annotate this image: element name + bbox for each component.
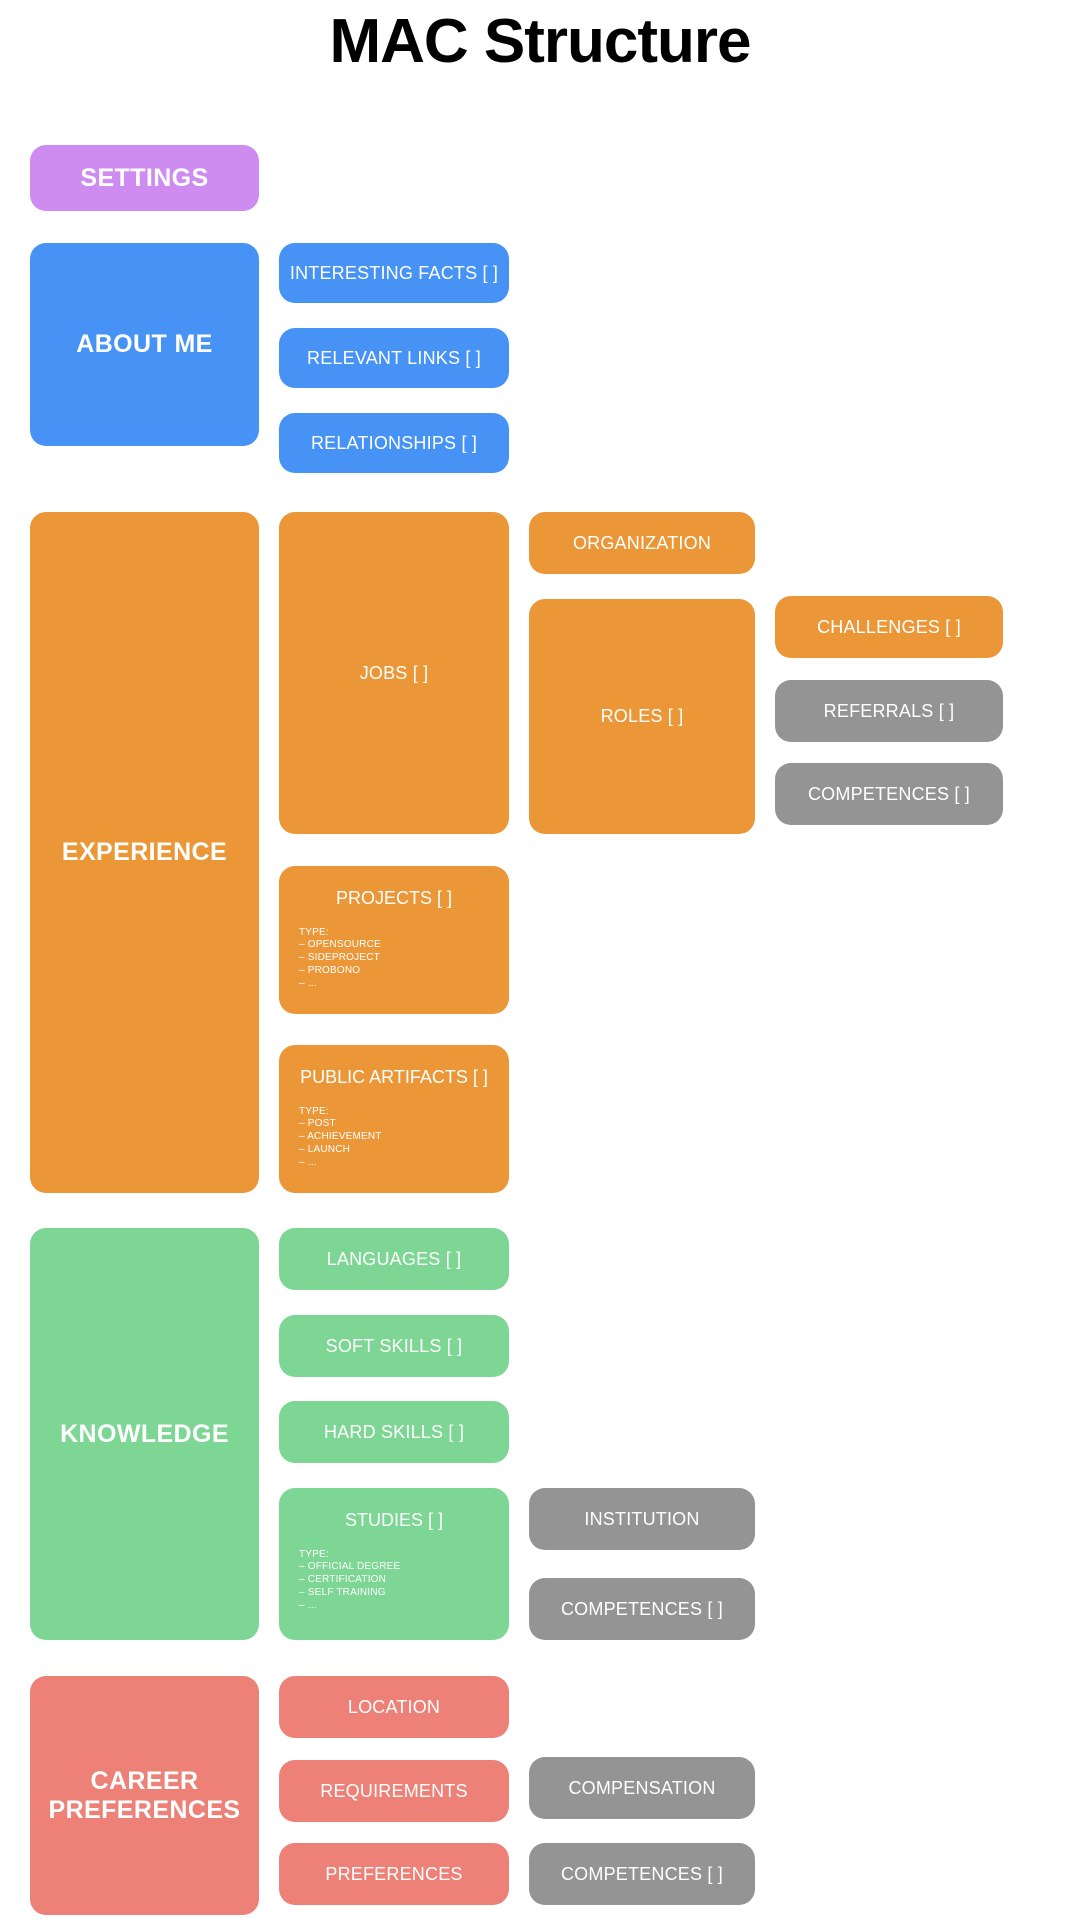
node-location[interactable]: LOCATION <box>279 1676 509 1738</box>
node-about-me-label: ABOUT ME <box>76 330 213 359</box>
node-settings[interactable]: SETTINGS <box>30 145 259 211</box>
node-public-artifacts-label: PUBLIC ARTIFACTS [ ] <box>300 1067 488 1087</box>
node-organization[interactable]: ORGANIZATION <box>529 512 755 574</box>
type-item: – OPENSOURCE <box>299 939 381 951</box>
node-compensation[interactable]: COMPENSATION <box>529 1757 755 1819</box>
type-item: – ... <box>299 1156 317 1168</box>
type-item: – SELF TRAINING <box>299 1587 386 1599</box>
node-knowledge[interactable]: KNOWLEDGE <box>30 1228 259 1640</box>
node-institution-label: INSTITUTION <box>584 1508 700 1529</box>
type-item: – ACHIEVEMENT <box>299 1131 382 1143</box>
node-challenges-label: CHALLENGES [ ] <box>817 616 961 637</box>
node-hard-skills[interactable]: HARD SKILLS [ ] <box>279 1401 509 1463</box>
type-item: – ... <box>299 1599 317 1611</box>
type-label: TYPE: <box>299 926 329 938</box>
node-roles[interactable]: ROLES [ ] <box>529 599 755 834</box>
type-item: – LAUNCH <box>299 1144 351 1156</box>
node-relevant-links-label: RELEVANT LINKS [ ] <box>307 347 481 368</box>
node-studies[interactable]: STUDIES [ ] TYPE: – OFFICIAL DEGREE – CE… <box>279 1488 509 1640</box>
node-experience-label: EXPERIENCE <box>61 838 228 867</box>
node-knowledge-label: KNOWLEDGE <box>60 1419 229 1448</box>
node-referrals[interactable]: REFERRALS [ ] <box>775 680 1003 742</box>
node-about-me[interactable]: ABOUT ME <box>30 243 259 446</box>
node-public-artifacts[interactable]: PUBLIC ARTIFACTS [ ] TYPE: – POST – ACHI… <box>279 1045 509 1193</box>
node-roles-label: ROLES [ ] <box>600 706 684 727</box>
node-location-label: LOCATION <box>347 1696 441 1717</box>
node-public-artifacts-type-list: TYPE: – POST – ACHIEVEMENT – LAUNCH – ..… <box>299 1106 509 1170</box>
node-interesting-facts-label: INTERESTING FACTS [ ] <box>289 262 499 283</box>
type-item: – OFFICIAL DEGREE <box>299 1561 401 1573</box>
page-title: MAC Structure <box>329 7 751 76</box>
node-career-preferences-label: CAREER PREFERENCES <box>48 1766 241 1824</box>
node-interesting-facts[interactable]: INTERESTING FACTS [ ] <box>279 243 509 303</box>
node-studies-type-list: TYPE: – OFFICIAL DEGREE – CERTIFICATION … <box>299 1549 509 1613</box>
node-compensation-label: COMPENSATION <box>568 1777 716 1798</box>
node-projects[interactable]: PROJECTS [ ] TYPE: – OPENSOURCE – SIDEPR… <box>279 866 509 1014</box>
node-competences-knowledge[interactable]: COMPETENCES [ ] <box>529 1578 755 1640</box>
node-competences-career-label: COMPETENCES [ ] <box>560 1863 724 1884</box>
node-challenges[interactable]: CHALLENGES [ ] <box>775 596 1003 658</box>
node-competences-knowledge-label: COMPETENCES [ ] <box>560 1598 724 1619</box>
type-label: TYPE: <box>299 1105 329 1117</box>
node-soft-skills-label: SOFT SKILLS [ ] <box>325 1335 463 1356</box>
type-item: – SIDEPROJECT <box>299 952 380 964</box>
type-item: – PROBONO <box>299 965 361 977</box>
node-requirements[interactable]: REQUIREMENTS <box>279 1760 509 1822</box>
node-settings-label: SETTINGS <box>80 163 209 192</box>
type-item: – POST <box>299 1118 336 1130</box>
node-relevant-links[interactable]: RELEVANT LINKS [ ] <box>279 328 509 388</box>
node-preferences-label: PREFERENCES <box>325 1863 463 1884</box>
node-languages[interactable]: LANGUAGES [ ] <box>279 1228 509 1290</box>
node-requirements-label: REQUIREMENTS <box>320 1780 468 1801</box>
node-soft-skills[interactable]: SOFT SKILLS [ ] <box>279 1315 509 1377</box>
node-experience[interactable]: EXPERIENCE <box>30 512 259 1193</box>
node-projects-label: PROJECTS [ ] <box>335 888 452 908</box>
node-referrals-label: REFERRALS [ ] <box>823 700 955 721</box>
type-item: – ... <box>299 977 317 989</box>
node-institution[interactable]: INSTITUTION <box>529 1488 755 1550</box>
node-jobs-label: JOBS [ ] <box>359 662 429 683</box>
node-relationships-label: RELATIONSHIPS [ ] <box>310 432 478 453</box>
node-languages-label: LANGUAGES [ ] <box>326 1248 462 1269</box>
node-organization-label: ORGANIZATION <box>572 532 712 553</box>
type-item: – CERTIFICATION <box>299 1574 387 1586</box>
node-relationships[interactable]: RELATIONSHIPS [ ] <box>279 413 509 473</box>
node-career-preferences[interactable]: CAREER PREFERENCES <box>30 1676 259 1915</box>
node-competences-experience-label: COMPETENCES [ ] <box>807 783 971 804</box>
node-competences-experience[interactable]: COMPETENCES [ ] <box>775 763 1003 825</box>
type-label: TYPE: <box>299 1548 329 1560</box>
node-preferences[interactable]: PREFERENCES <box>279 1843 509 1905</box>
node-hard-skills-label: HARD SKILLS [ ] <box>323 1421 465 1442</box>
node-competences-career[interactable]: COMPETENCES [ ] <box>529 1843 755 1905</box>
node-studies-label: STUDIES [ ] <box>344 1510 443 1530</box>
node-jobs[interactable]: JOBS [ ] <box>279 512 509 834</box>
node-projects-type-list: TYPE: – OPENSOURCE – SIDEPROJECT – PROBO… <box>299 927 509 991</box>
